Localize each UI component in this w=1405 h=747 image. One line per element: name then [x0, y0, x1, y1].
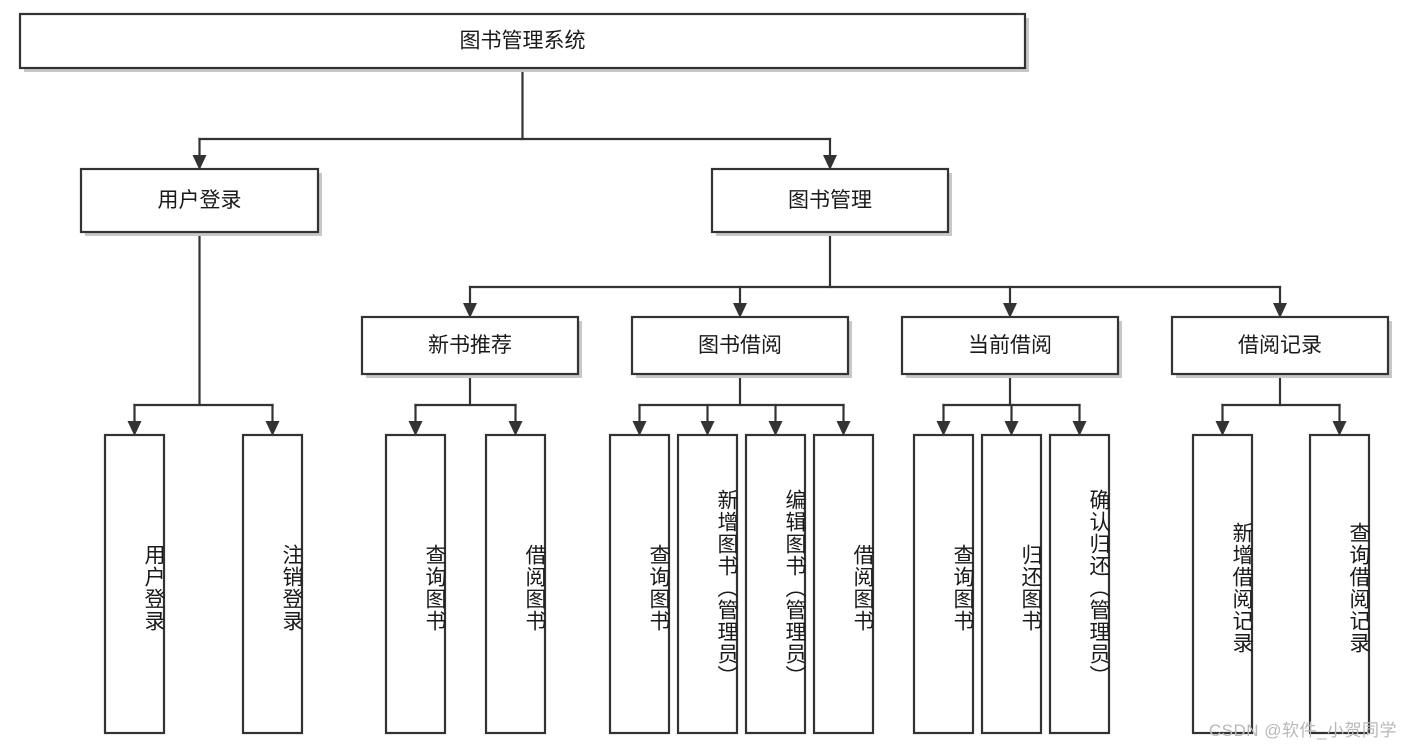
arrow-head-icon	[192, 155, 207, 170]
node-box-current-borrow[interactable]	[900, 315, 1120, 376]
node-box-user-login[interactable]	[79, 167, 320, 234]
node-box-leaf-query-book-1[interactable]	[384, 433, 447, 735]
node-box-book-manage[interactable]	[710, 167, 950, 234]
edges-layer	[127, 66, 1347, 436]
edge-group-borrow-record	[1215, 372, 1347, 436]
node-box-book-borrow[interactable]	[630, 315, 850, 376]
node-box-borrow-record[interactable]	[1170, 315, 1390, 376]
node-box-leaf-add-record[interactable]	[1191, 433, 1254, 735]
node-label-user-login: 用户登录	[158, 189, 242, 212]
node-box-leaf-add-book[interactable]	[676, 433, 739, 735]
arrow-head-icon	[127, 421, 142, 436]
arrow-head-icon	[768, 421, 783, 436]
csdn-watermark: CSDN @软件_小贺同学	[1208, 721, 1397, 740]
node-box-leaf-confirm-return[interactable]	[1048, 433, 1111, 735]
node-label-new-book-recommend: 新书推荐	[428, 334, 512, 357]
arrow-head-icon	[1215, 421, 1230, 436]
arrow-head-icon	[936, 421, 951, 436]
node-box-leaf-logout[interactable]	[241, 433, 304, 735]
node-box-leaf-edit-book[interactable]	[744, 433, 807, 735]
node-box-leaf-query-book-2[interactable]	[608, 433, 671, 735]
arrow-head-icon	[1072, 421, 1087, 436]
arrow-head-icon	[1332, 421, 1347, 436]
arrow-head-icon	[632, 421, 647, 436]
node-label-current-borrow: 当前借阅	[968, 334, 1052, 357]
arrow-head-icon	[700, 421, 715, 436]
node-label-book-manage: 图书管理	[788, 189, 872, 212]
arrow-head-icon	[265, 421, 280, 436]
edge-group-new-book-recommend	[408, 372, 523, 436]
arrow-head-icon	[1273, 303, 1287, 318]
node-box-leaf-query-record[interactable]	[1308, 433, 1371, 735]
arrow-head-icon	[1003, 303, 1017, 318]
arrow-head-icon	[508, 421, 523, 436]
arrow-head-icon	[408, 421, 423, 436]
edge-group-root	[192, 66, 837, 170]
arrow-head-icon	[823, 155, 837, 170]
node-box-leaf-query-book-3[interactable]	[912, 433, 975, 735]
node-box-leaf-user-login[interactable]	[103, 433, 166, 735]
edge-group-book-manage	[463, 230, 1287, 318]
nodes-layer	[18, 12, 1392, 735]
node-box-leaf-return-book[interactable]	[980, 433, 1043, 735]
node-label-root: 图书管理系统	[460, 30, 586, 53]
node-box-leaf-borrow-book-2[interactable]	[812, 433, 875, 735]
arrow-head-icon	[836, 421, 851, 436]
edge-group-book-borrow	[632, 372, 851, 436]
arrow-head-icon	[733, 303, 747, 318]
edge-group-current-borrow	[936, 372, 1087, 436]
arrow-head-icon	[1004, 421, 1019, 436]
node-label-borrow-record: 借阅记录	[1238, 334, 1322, 357]
node-box-leaf-borrow-book-1[interactable]	[484, 433, 547, 735]
node-box-new-book-recommend[interactable]	[360, 315, 580, 376]
arrow-head-icon	[463, 303, 477, 318]
edge-group-user-login	[127, 230, 280, 436]
node-label-book-borrow: 图书借阅	[698, 334, 782, 357]
node-box-root[interactable]	[18, 12, 1027, 70]
